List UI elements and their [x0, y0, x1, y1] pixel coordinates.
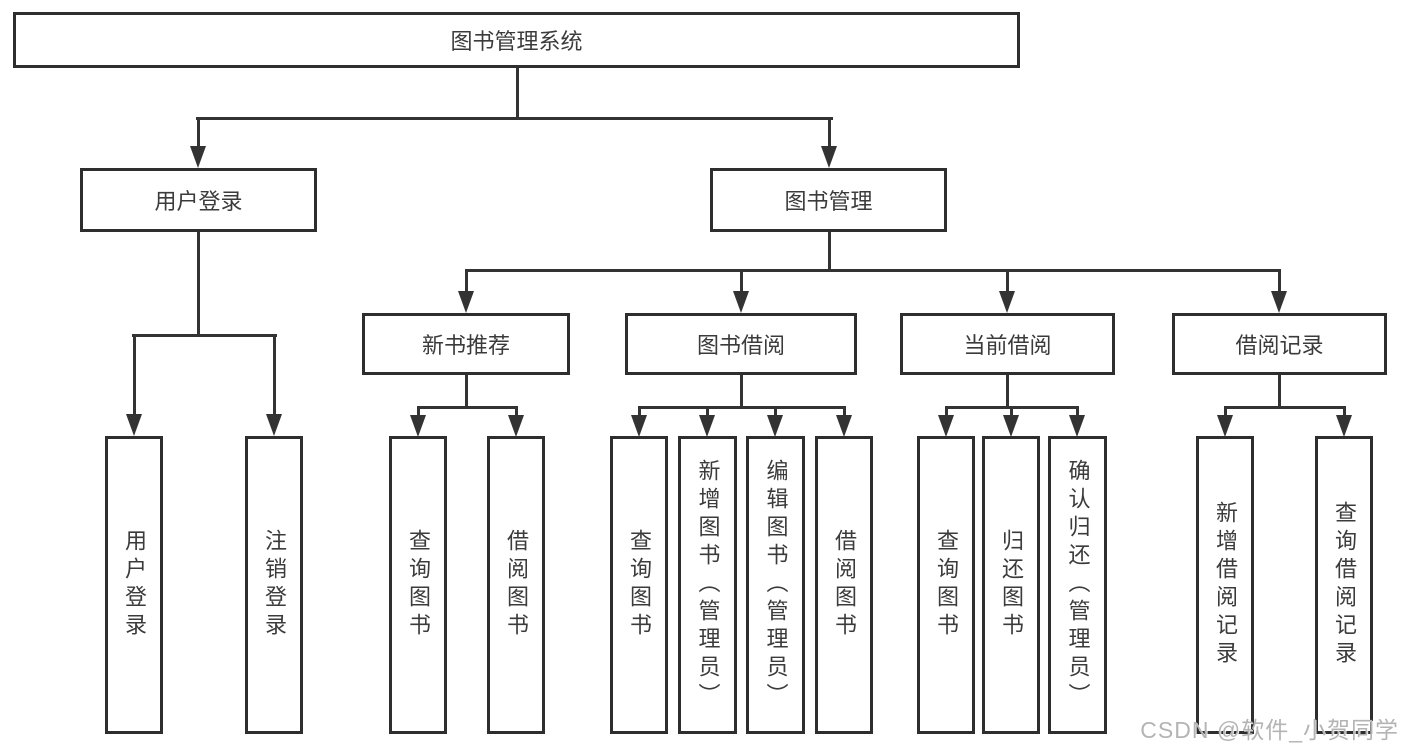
leaf-query-books-borrowing: 查询图书: [610, 436, 668, 734]
node-label: 图书管理: [784, 189, 873, 214]
connector-line-vertical: [828, 117, 831, 150]
node-root-library-system: 图书管理系统: [13, 12, 1020, 68]
leaf-confirm-return-admin: 确认归还（管理员）: [1048, 436, 1107, 734]
connector-line-horizontal: [196, 117, 833, 120]
node-borrowing-records: 借阅记录: [1172, 313, 1387, 375]
node-label: 用户登录: [154, 189, 243, 214]
node-label: 注销登录: [262, 529, 287, 641]
arrowhead-down-icon: [1069, 415, 1085, 437]
connector-line-vertical: [1224, 406, 1227, 420]
leaf-borrow-books-recommendation: 借阅图书: [487, 436, 545, 734]
connector-line-vertical: [638, 406, 641, 420]
leaf-edit-books-admin: 编辑图书（管理员）: [746, 436, 805, 734]
connector-line-vertical: [515, 406, 518, 420]
arrowhead-down-icon: [1336, 415, 1352, 437]
connector-line-vertical: [133, 334, 136, 418]
connector-line-vertical: [945, 406, 948, 420]
connector-line-horizontal: [1224, 406, 1346, 409]
leaf-borrow-books-borrowing: 借阅图书: [815, 436, 873, 734]
arrowhead-down-icon: [836, 415, 852, 437]
connector-line-vertical: [828, 230, 831, 272]
arrowhead-down-icon: [938, 415, 954, 437]
connector-line-vertical: [1006, 373, 1009, 409]
connector-line-vertical: [516, 66, 519, 120]
node-current-borrowing: 当前借阅: [900, 313, 1115, 375]
connector-line-horizontal: [945, 406, 1079, 409]
connector-line-vertical: [465, 373, 468, 409]
connector-line-vertical: [197, 230, 200, 337]
connector-line-vertical: [706, 406, 709, 420]
leaf-add-borrowing-record: 新增借阅记录: [1196, 436, 1254, 734]
node-book-borrowing: 图书借阅: [625, 313, 857, 375]
node-label: 编辑图书（管理员）: [763, 459, 789, 711]
node-label: 归还图书: [999, 529, 1024, 641]
connector-line-horizontal: [132, 334, 277, 337]
csdn-watermark: CSDN @软件_小贺同学: [1140, 717, 1399, 743]
connector-line-vertical: [1343, 406, 1346, 420]
arrowhead-down-icon: [631, 415, 647, 437]
node-user-login: 用户登录: [80, 168, 317, 232]
connector-line-vertical: [465, 269, 468, 295]
connector-line-vertical: [740, 373, 743, 409]
leaf-query-books-current: 查询图书: [917, 436, 975, 734]
connector-line-horizontal: [638, 406, 846, 409]
connector-line-vertical: [740, 269, 743, 295]
connector-line-vertical: [1010, 406, 1013, 420]
connector-line-horizontal: [465, 269, 1281, 272]
arrowhead-down-icon: [1003, 415, 1019, 437]
arrowhead-down-icon: [767, 415, 783, 437]
arrowhead-down-icon: [733, 291, 749, 313]
connector-line-vertical: [774, 406, 777, 420]
leaf-add-books-admin: 新增图书（管理员）: [678, 436, 737, 734]
node-label: 借阅记录: [1235, 333, 1324, 358]
node-label: 查询图书: [934, 529, 959, 641]
connector-line-horizontal: [417, 406, 518, 409]
arrowhead-down-icon: [190, 146, 206, 168]
arrowhead-down-icon: [1217, 415, 1233, 437]
connector-line-vertical: [273, 334, 276, 418]
node-label: 借阅图书: [832, 529, 857, 641]
connector-line-vertical: [1278, 373, 1281, 409]
node-label: 查询图书: [406, 529, 431, 641]
arrowhead-down-icon: [458, 291, 474, 313]
arrowhead-down-icon: [699, 415, 715, 437]
node-label: 新增图书（管理员）: [695, 459, 721, 711]
node-label: 图书借阅: [696, 333, 785, 358]
arrowhead-down-icon: [126, 414, 142, 436]
leaf-logout: 注销登录: [245, 436, 303, 734]
node-label: 查询图书: [627, 529, 652, 641]
node-label: 借阅图书: [504, 529, 529, 641]
node-label: 查询借阅记录: [1332, 501, 1357, 669]
leaf-user-login: 用户登录: [105, 436, 163, 734]
node-book-management: 图书管理: [710, 168, 947, 232]
arrowhead-down-icon: [508, 415, 524, 437]
node-label: 新书推荐: [421, 333, 510, 358]
node-label: 图书管理系统: [450, 29, 583, 54]
connector-line-vertical: [1278, 269, 1281, 295]
leaf-query-books-recommendation: 查询图书: [389, 436, 447, 734]
node-label: 确认归还（管理员）: [1065, 459, 1091, 711]
leaf-return-books: 归还图书: [982, 436, 1040, 734]
node-new-book-recommendation: 新书推荐: [362, 313, 570, 375]
leaf-query-borrowing-record: 查询借阅记录: [1315, 436, 1373, 734]
node-label: 新增借阅记录: [1213, 501, 1238, 669]
connector-line-vertical: [417, 406, 420, 420]
arrowhead-down-icon: [1271, 291, 1287, 313]
connector-line-vertical: [197, 117, 200, 150]
arrowhead-down-icon: [266, 414, 282, 436]
arrowhead-down-icon: [821, 146, 837, 168]
node-label: 当前借阅: [963, 333, 1052, 358]
arrowhead-down-icon: [999, 291, 1015, 313]
connector-line-vertical: [1076, 406, 1079, 420]
connector-line-vertical: [1006, 269, 1009, 295]
arrowhead-down-icon: [410, 415, 426, 437]
connector-line-vertical: [843, 406, 846, 420]
node-label: 用户登录: [122, 529, 147, 641]
